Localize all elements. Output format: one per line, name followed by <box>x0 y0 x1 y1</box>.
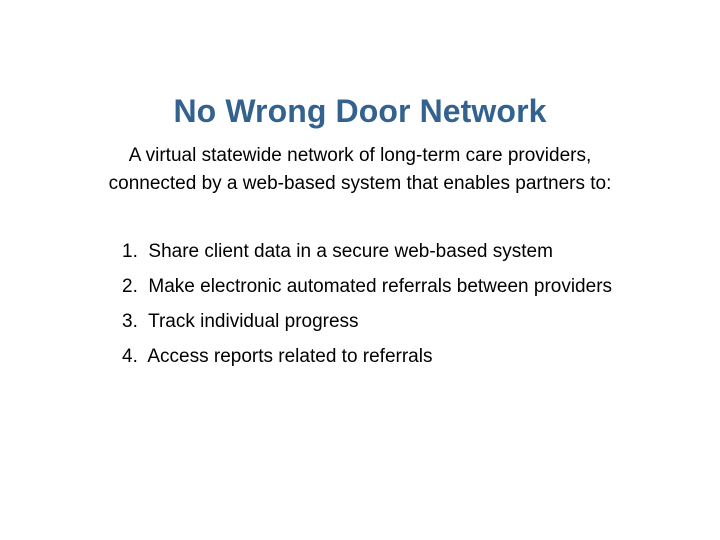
list-item-number: 4. <box>122 346 144 367</box>
intro-paragraph: A virtual statewide network of long-term… <box>0 142 720 198</box>
page-title: No Wrong Door Network <box>173 93 547 130</box>
list-item-number: 2. <box>122 276 144 297</box>
list-item: 2. Make electronic automated referrals b… <box>122 269 712 304</box>
list-item-label: Make electronic automated referrals betw… <box>148 276 613 297</box>
list-item: 1. Share client data in a secure web-bas… <box>122 234 712 269</box>
intro-line-1: A virtual statewide network of long-term… <box>128 145 592 166</box>
list-item-number: 1. <box>122 241 144 262</box>
list-item: 3. Track individual progress <box>122 304 712 339</box>
list-item-label: Access reports related to referrals <box>147 346 433 367</box>
list-item-label: Track individual progress <box>148 311 359 332</box>
slide-body: A virtual statewide network of long-term… <box>0 142 720 367</box>
capability-list: 1. Share client data in a secure web-bas… <box>122 234 712 374</box>
list-item: 4. Access reports related to referrals <box>122 339 712 374</box>
list-item-number: 3. <box>122 311 144 332</box>
intro-line-2: connected by a web-based system that ena… <box>108 173 612 194</box>
list-item-label: Share client data in a secure web-based … <box>148 241 553 262</box>
